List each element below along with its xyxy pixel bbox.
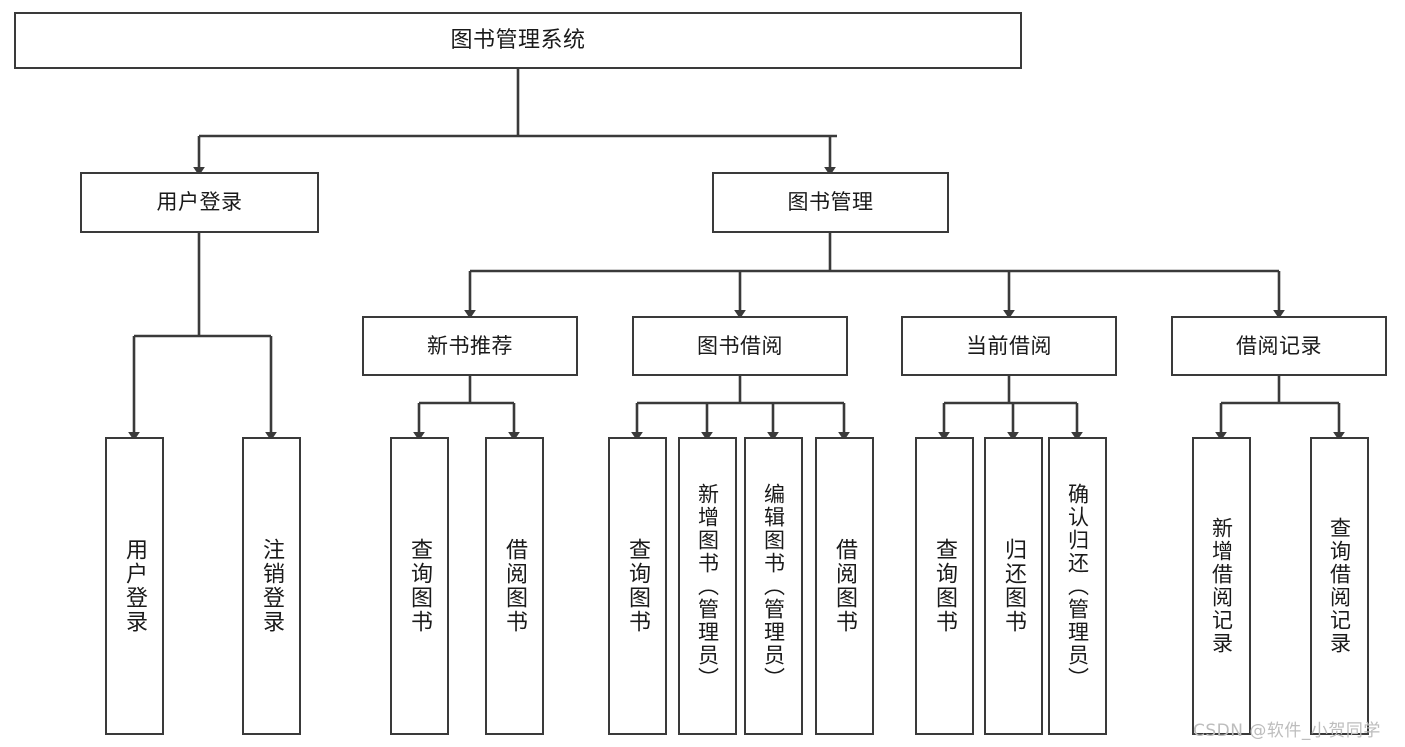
node-book-management-label: 图书管理 (787, 190, 874, 215)
node-current-borrow[interactable]: 当前借阅 (901, 316, 1117, 376)
node-leaf-edit-book-label: 编辑图书（管理员） (761, 482, 786, 690)
node-leaf-query-book-2-label: 查询图书 (625, 538, 651, 634)
node-leaf-user-login[interactable]: 用户登录 (105, 437, 164, 735)
node-leaf-add-book-label: 新增图书（管理员） (695, 482, 720, 690)
node-leaf-confirm-return-label: 确认归还（管理员） (1065, 482, 1090, 690)
node-book-borrow-label: 图书借阅 (697, 333, 783, 358)
node-leaf-borrow-book-1-label: 借阅图书 (502, 538, 528, 634)
node-borrow-record-label: 借阅记录 (1236, 333, 1322, 358)
node-leaf-query-book-1-label: 查询图书 (407, 538, 433, 634)
node-leaf-add-borrow-record-label: 新增借阅记录 (1209, 517, 1234, 655)
node-leaf-add-book[interactable]: 新增图书（管理员） (678, 437, 737, 735)
node-leaf-query-borrow-record[interactable]: 查询借阅记录 (1310, 437, 1369, 735)
node-leaf-query-book-1[interactable]: 查询图书 (390, 437, 449, 735)
node-leaf-confirm-return[interactable]: 确认归还（管理员） (1048, 437, 1107, 735)
node-leaf-user-login-label: 用户登录 (122, 538, 148, 634)
node-borrow-record[interactable]: 借阅记录 (1171, 316, 1387, 376)
node-root-system-label: 图书管理系统 (450, 27, 586, 53)
node-new-book-recommend[interactable]: 新书推荐 (362, 316, 578, 376)
node-leaf-borrow-book-1[interactable]: 借阅图书 (485, 437, 544, 735)
node-leaf-query-book-3[interactable]: 查询图书 (915, 437, 974, 735)
node-leaf-borrow-book-2[interactable]: 借阅图书 (815, 437, 874, 735)
node-book-borrow[interactable]: 图书借阅 (632, 316, 848, 376)
node-leaf-return-book[interactable]: 归还图书 (984, 437, 1043, 735)
node-current-borrow-label: 当前借阅 (966, 333, 1052, 358)
node-new-book-recommend-label: 新书推荐 (427, 333, 513, 358)
node-leaf-add-borrow-record[interactable]: 新增借阅记录 (1192, 437, 1251, 735)
node-leaf-query-book-2[interactable]: 查询图书 (608, 437, 667, 735)
node-leaf-return-book-label: 归还图书 (1001, 538, 1027, 634)
node-user-login-label: 用户登录 (156, 190, 243, 215)
node-leaf-edit-book[interactable]: 编辑图书（管理员） (744, 437, 803, 735)
node-leaf-user-logout[interactable]: 注销登录 (242, 437, 301, 735)
node-user-login[interactable]: 用户登录 (80, 172, 319, 233)
csdn-watermark: CSDN @软件_小贺同学 (1193, 721, 1381, 741)
node-leaf-query-book-3-label: 查询图书 (932, 538, 958, 634)
node-leaf-query-borrow-record-label: 查询借阅记录 (1327, 517, 1352, 655)
node-root-system[interactable]: 图书管理系统 (14, 12, 1022, 69)
node-leaf-borrow-book-2-label: 借阅图书 (832, 538, 858, 634)
node-leaf-user-logout-label: 注销登录 (259, 538, 285, 634)
node-book-management[interactable]: 图书管理 (712, 172, 949, 233)
